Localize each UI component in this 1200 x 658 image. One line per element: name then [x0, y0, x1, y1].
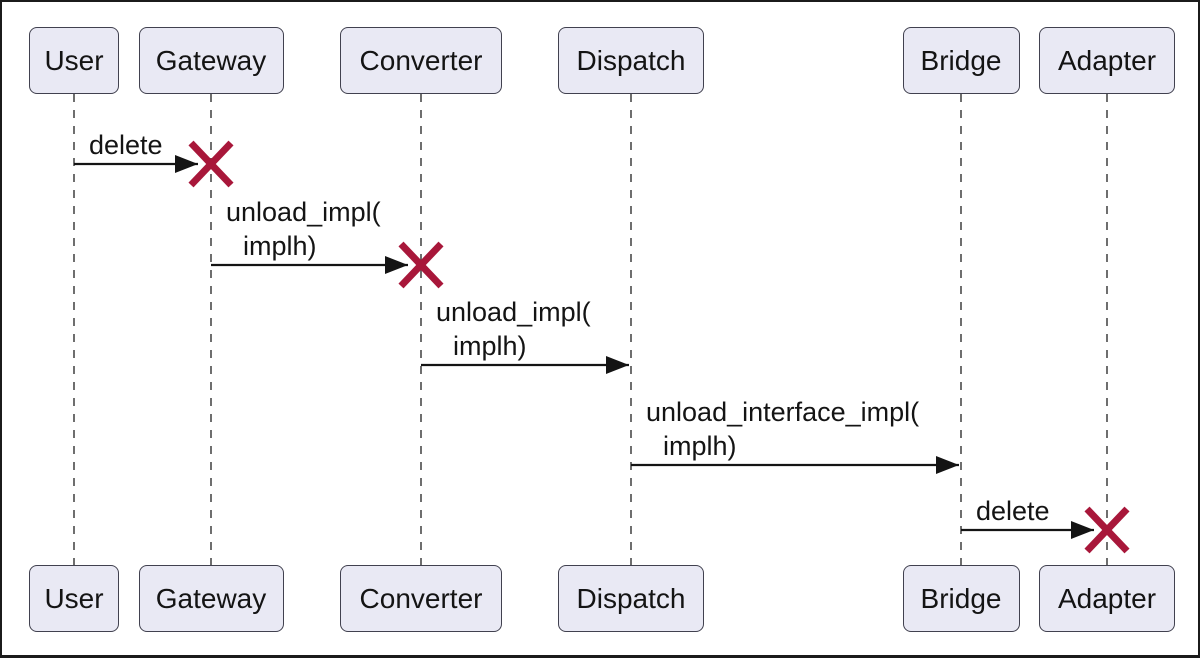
actor-box-top-user: User: [29, 27, 119, 94]
message-label-line: implh): [243, 231, 317, 261]
message-label-0: delete: [89, 128, 163, 162]
message-label-1: unload_impl( implh): [226, 195, 381, 263]
actor-label: Bridge: [920, 582, 1002, 614]
actor-label: Gateway: [155, 44, 267, 76]
actor-box-bottom-converter: Converter: [340, 565, 502, 632]
destroy-cross-icon: [188, 140, 234, 188]
message-label-3: unload_interface_impl( implh): [646, 395, 919, 463]
actor-box-top-gateway: Gateway: [138, 27, 284, 94]
message-label-line: delete: [976, 496, 1050, 526]
actor-label: User: [44, 582, 104, 614]
message-label-line: unload_impl(: [436, 297, 591, 327]
actor-label: Adapter: [1057, 582, 1157, 614]
actor-label: Converter: [359, 582, 483, 614]
message-label-2: unload_impl( implh): [436, 295, 591, 363]
actor-label: Bridge: [920, 44, 1002, 76]
message-label-line: implh): [663, 431, 737, 461]
message-label-line: unload_interface_impl(: [646, 397, 920, 427]
message-label-4: delete: [976, 494, 1050, 528]
message-label-line: delete: [89, 130, 163, 160]
message-label-line: unload_impl(: [226, 197, 381, 227]
actor-label: User: [44, 44, 104, 76]
actor-box-bottom-gateway: Gateway: [138, 565, 284, 632]
actor-label: Dispatch: [576, 582, 686, 614]
actor-box-bottom-user: User: [29, 565, 119, 632]
actor-box-top-bridge: Bridge: [902, 27, 1020, 94]
actor-box-bottom-bridge: Bridge: [902, 565, 1020, 632]
actor-box-bottom-dispatch: Dispatch: [558, 565, 704, 632]
actor-label: Gateway: [155, 582, 267, 614]
actor-label: Dispatch: [576, 44, 686, 76]
message-label-line: implh): [453, 331, 527, 361]
destroy-cross-icon: [1084, 506, 1130, 554]
actor-label: Adapter: [1057, 44, 1157, 76]
destroy-cross-icon: [398, 241, 444, 289]
actor-box-top-converter: Converter: [340, 27, 502, 94]
actor-box-top-adapter: Adapter: [1039, 27, 1175, 94]
actor-label: Converter: [359, 44, 483, 76]
actor-box-bottom-adapter: Adapter: [1039, 565, 1175, 632]
actor-box-top-dispatch: Dispatch: [558, 27, 704, 94]
